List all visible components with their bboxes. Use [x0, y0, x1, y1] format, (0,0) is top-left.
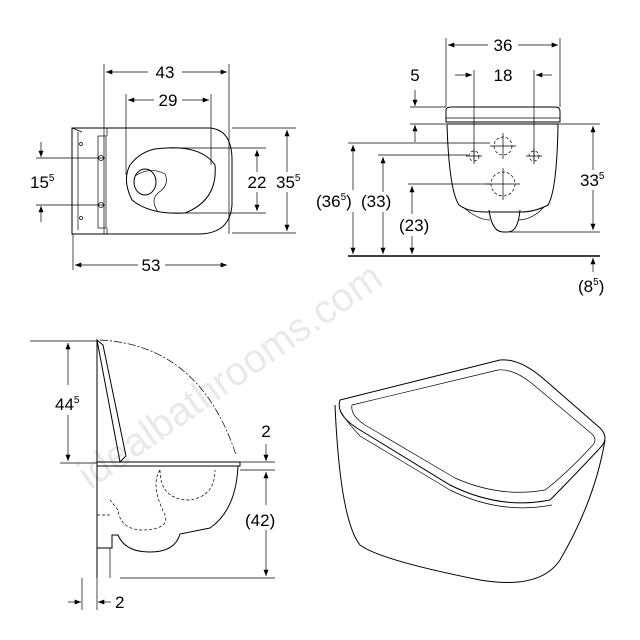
dim-43: 43 [156, 63, 175, 82]
dim-53: 53 [142, 256, 161, 275]
front-seat [445, 106, 561, 123]
dim-2-wall: 2 [115, 593, 124, 612]
dim-22: 22 [248, 173, 267, 192]
dim-8-5: (85) [578, 277, 604, 296]
isometric-view [334, 359, 606, 583]
dim-23: (23) [399, 216, 429, 235]
dim-5: 5 [410, 66, 419, 85]
plan-view: 43 29 53 22 355 155 [30, 63, 301, 275]
dim-33: (33) [361, 192, 391, 211]
dim-29: 29 [159, 91, 178, 110]
dim-18: 18 [494, 66, 513, 85]
front-view: 36 18 5 335 (365) (33) (23) (85) [316, 36, 605, 296]
dim-36-5: (365) [316, 192, 352, 211]
iso-seat [338, 359, 606, 504]
side-view: 445 2 (42) 2 [30, 338, 275, 612]
front-trap [488, 209, 521, 233]
iso-bowl [334, 404, 606, 583]
dim-42: (42) [245, 511, 275, 530]
side-bowl [97, 465, 239, 553]
watermark: idealbathrooms.com [70, 255, 390, 498]
dim-2-seat: 2 [261, 422, 270, 441]
dim-15-5: 155 [30, 173, 55, 192]
plan-outline [71, 127, 233, 235]
dim-44-5: 445 [55, 395, 80, 414]
plan-bowl-opening [126, 147, 216, 214]
dim-35-5: 355 [276, 173, 301, 192]
dim-36: 36 [494, 36, 513, 55]
dim-33-5: 335 [580, 171, 605, 190]
side-lid [96, 338, 127, 464]
